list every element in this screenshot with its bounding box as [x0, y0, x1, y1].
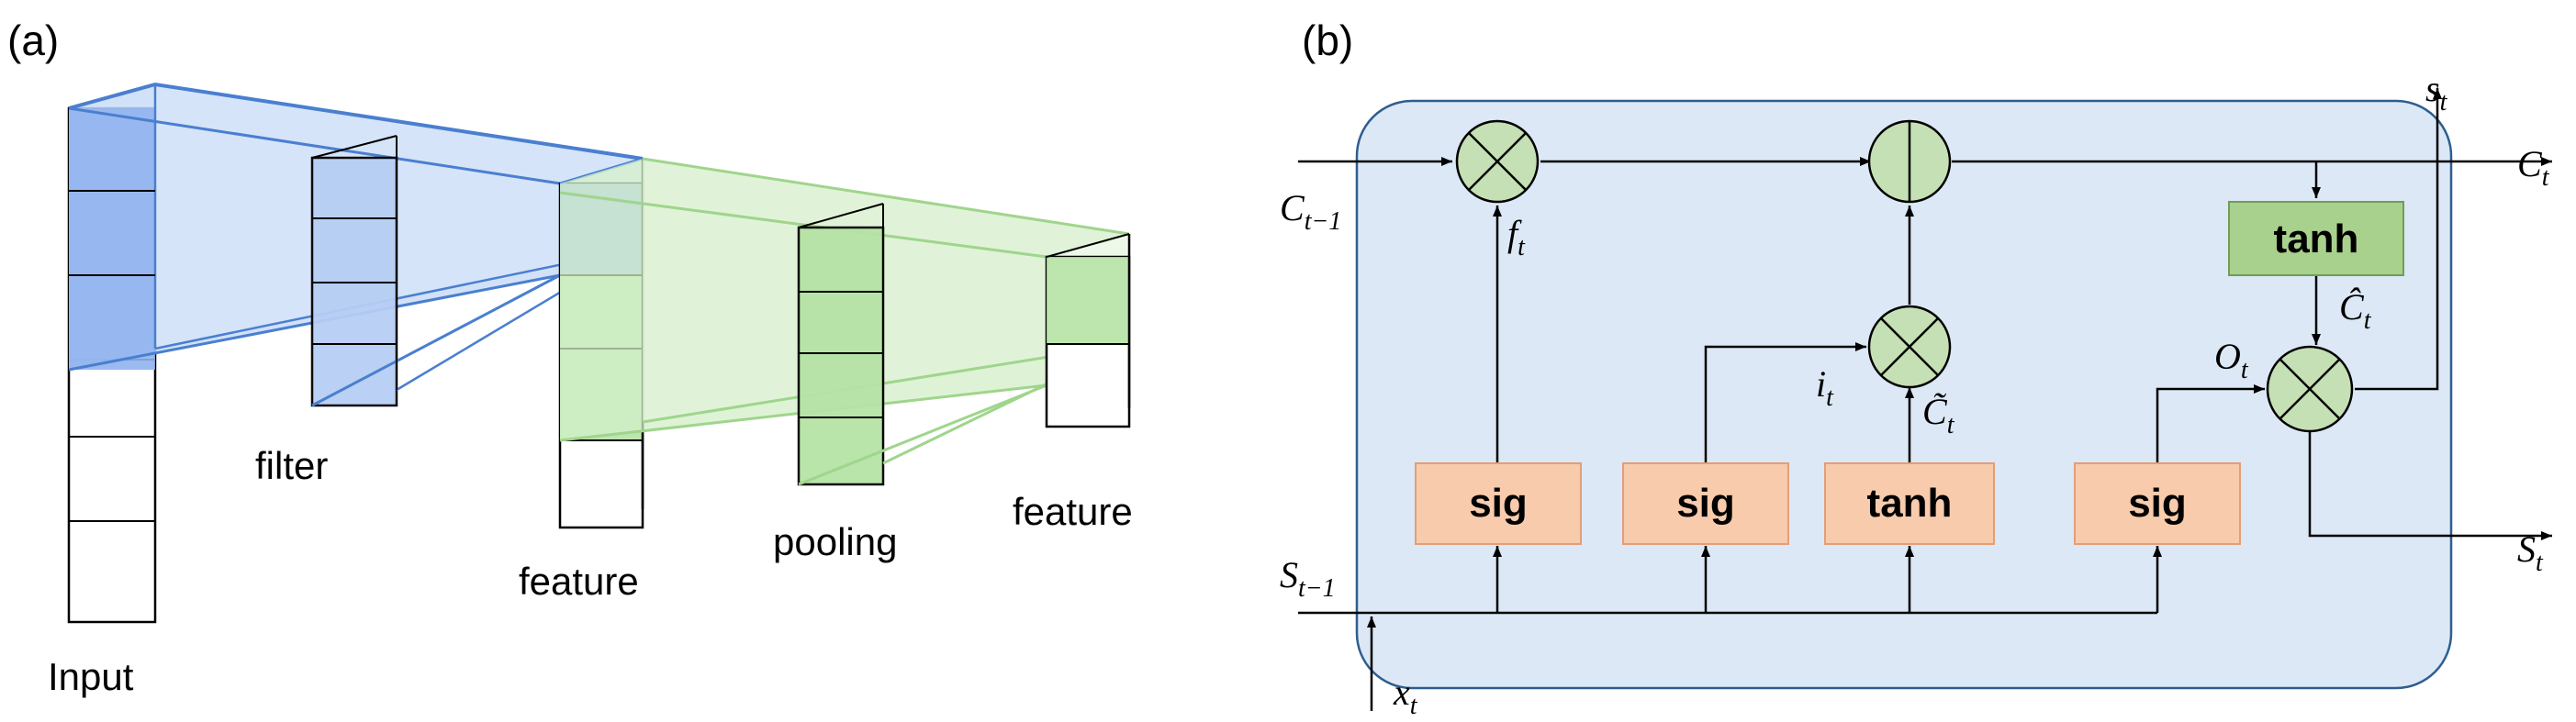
- output-tanh-box: tanh: [2228, 201, 2404, 276]
- output-gate-box: sig: [2074, 462, 2241, 545]
- input-multiply-op: [1867, 305, 1952, 389]
- input-gate-label: sig: [1676, 481, 1735, 526]
- pooling-field: [559, 157, 1130, 442]
- output-tanh-label: tanh: [2274, 217, 2359, 261]
- label-o: Ot: [2214, 336, 2249, 384]
- label-s-prev: St−1: [1280, 554, 1336, 603]
- label-s-top: st: [2425, 68, 2448, 117]
- feature-map-2: [1045, 233, 1131, 428]
- label-c-prev: Ct−1: [1280, 187, 1341, 236]
- label-c-hat: Ĉt: [2339, 286, 2372, 335]
- candidate-gate-label: tanh: [1867, 481, 1953, 526]
- forget-gate-box: sig: [1415, 462, 1582, 545]
- label-filter: filter: [255, 444, 328, 487]
- label-s-out: St: [2517, 528, 2544, 577]
- label-feature-1: feature: [519, 560, 639, 603]
- label-x: xt: [1393, 672, 1418, 720]
- panel-b: (b): [1280, 17, 2552, 720]
- input-gate-box: sig: [1622, 462, 1789, 545]
- panel-a-tag: (a): [7, 17, 59, 64]
- cell-add-op: [1867, 119, 1952, 204]
- label-i: it: [1816, 363, 1834, 412]
- panel-a: (a): [7, 17, 1133, 698]
- pooling-block: [797, 203, 1130, 486]
- filter-block: [310, 135, 644, 407]
- output-gate-label: sig: [2128, 481, 2187, 526]
- panel-b-tag: (b): [1302, 17, 1353, 64]
- label-pooling: pooling: [773, 520, 897, 563]
- label-input: Input: [48, 655, 134, 698]
- label-c-out: Ct: [2517, 143, 2550, 192]
- candidate-gate-box: tanh: [1824, 462, 1995, 545]
- output-multiply-op: [2266, 345, 2354, 433]
- forget-multiply-op: [1455, 119, 1540, 204]
- forget-gate-label: sig: [1469, 481, 1528, 526]
- label-c-tilde: C̃t: [1922, 391, 1955, 439]
- label-feature-2: feature: [1013, 490, 1133, 533]
